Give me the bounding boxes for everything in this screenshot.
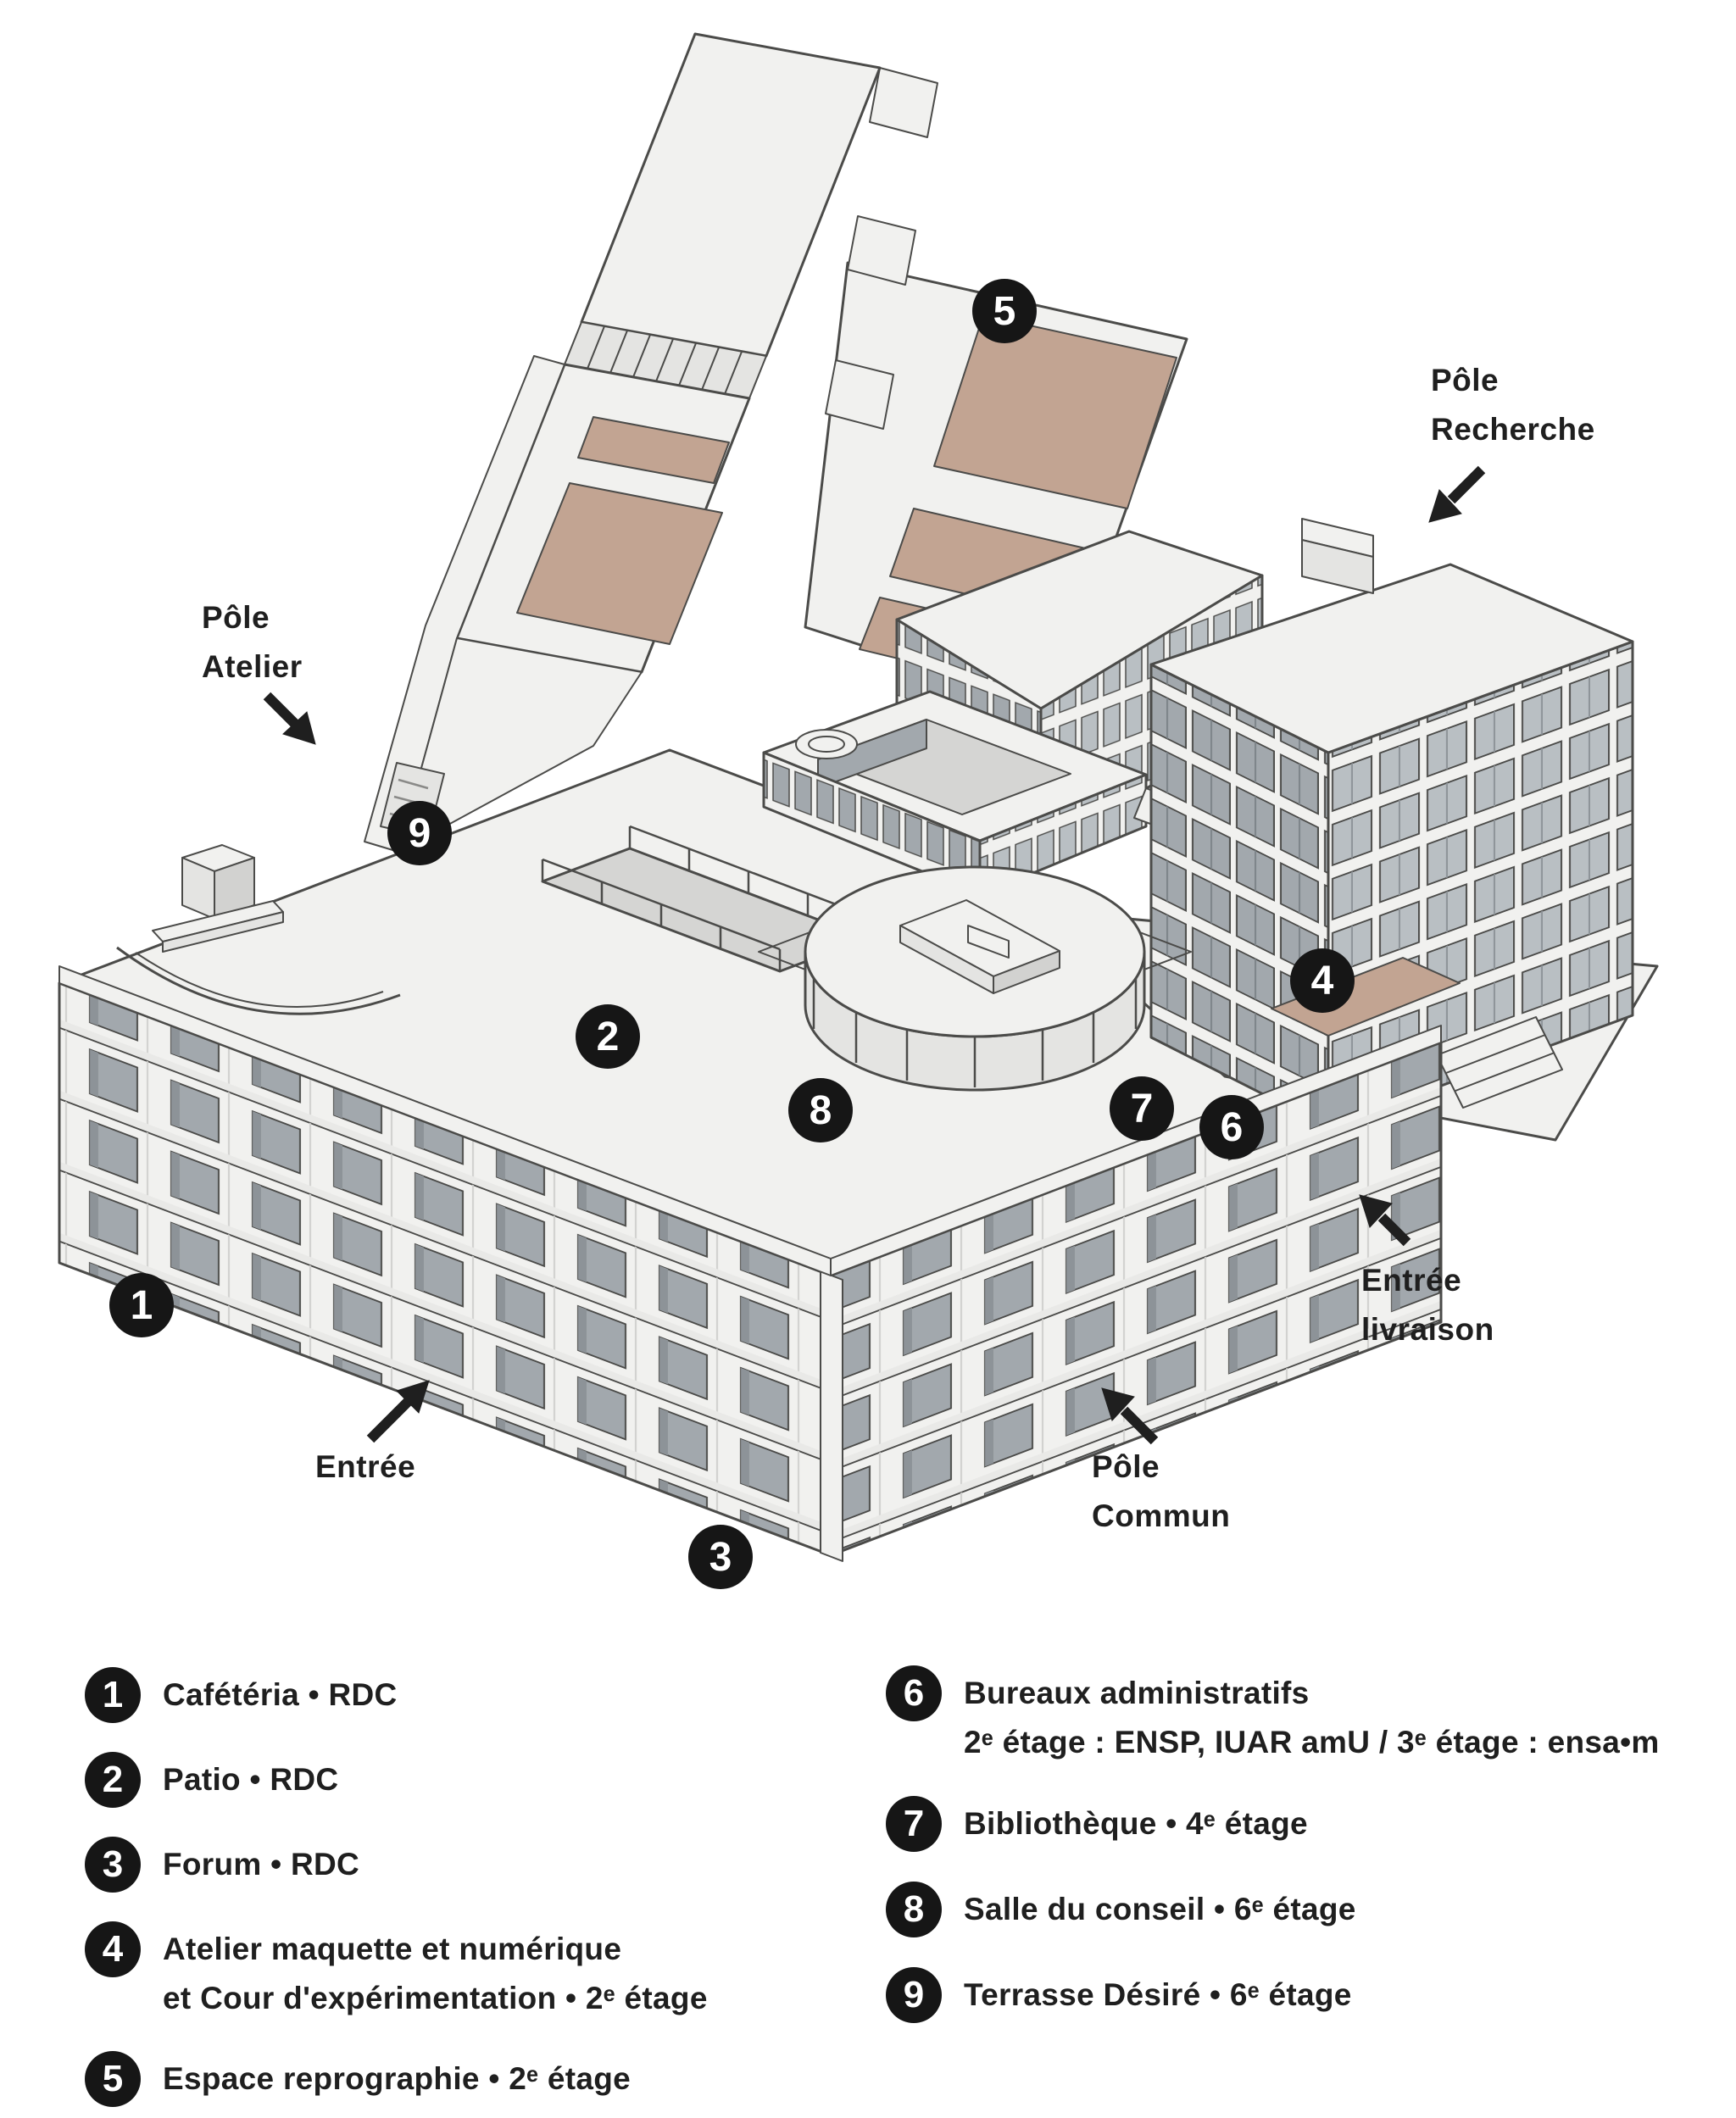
main-building-facades xyxy=(58,965,1443,1562)
legend-text-8: Salle du conseil • 6ᵉ étage xyxy=(964,1882,1356,1934)
arrow-pole-recherche-icon xyxy=(1428,465,1486,523)
building-illustration xyxy=(58,32,1659,1562)
label-line: Commun xyxy=(1092,1498,1231,1533)
label-entree: Entrée xyxy=(315,1443,415,1492)
legend-line: Atelier maquette et numérique xyxy=(163,1932,622,1966)
legend-item-3: 3 Forum • RDC xyxy=(85,1837,359,1893)
legend-text-1: Cafétéria • RDC xyxy=(163,1667,398,1720)
label-line: Pôle xyxy=(1092,1449,1160,1484)
legend-marker-9: 9 xyxy=(886,1967,942,2023)
council-drum xyxy=(758,865,1192,1092)
legend-line: Terrasse Désiré • 6ᵉ étage xyxy=(964,1977,1352,2012)
legend-item-7: 7 Bibliothèque • 4ᵉ étage xyxy=(886,1796,1308,1852)
legend-text-7: Bibliothèque • 4ᵉ étage xyxy=(964,1796,1308,1848)
arrow-entree-livraison-icon xyxy=(1359,1194,1411,1247)
legend-item-5: 5 Espace reprographie • 2ᵉ étage xyxy=(85,2051,631,2107)
legend-marker-6: 6 xyxy=(886,1665,942,1721)
diagram-marker-6: 6 xyxy=(1199,1095,1264,1159)
legend-text-9: Terrasse Désiré • 6ᵉ étage xyxy=(964,1967,1352,2020)
legend-line: et Cour d'expérimentation • 2ᵉ étage xyxy=(163,1981,708,2015)
legend-marker-7: 7 xyxy=(886,1796,942,1852)
label-pole-commun: Pôle Commun xyxy=(1092,1443,1230,1541)
diagram-marker-4: 4 xyxy=(1290,948,1355,1013)
legend-line: Forum • RDC xyxy=(163,1847,360,1882)
research-tower xyxy=(1041,518,1659,1142)
roof-terrace-details xyxy=(58,825,1461,1264)
legend-marker-4: 4 xyxy=(85,1921,141,1977)
arrow-pole-commun-icon xyxy=(1101,1387,1159,1445)
diagram-marker-9: 9 xyxy=(387,801,452,865)
label-line: Pôle xyxy=(202,600,270,635)
diagram-marker-8: 8 xyxy=(788,1078,853,1142)
legend-line: Cafétéria • RDC xyxy=(163,1677,398,1712)
diagram-marker-3: 3 xyxy=(688,1525,753,1589)
legend-line: Espace reprographie • 2ᵉ étage xyxy=(163,2061,632,2096)
diagram-marker-5: 5 xyxy=(972,279,1037,343)
label-line: Entrée xyxy=(315,1449,416,1484)
label-line: Entrée xyxy=(1361,1263,1462,1298)
legend-item-6: 6 Bureaux administratifs 2ᵉ étage : ENSP… xyxy=(886,1665,1660,1767)
arrows xyxy=(263,465,1486,1445)
label-pole-atelier: Pôle Atelier xyxy=(202,593,303,692)
legend-marker-3: 3 xyxy=(85,1837,141,1893)
label-entree-livraison: Entrée livraison xyxy=(1361,1256,1494,1354)
diagram-marker-2: 2 xyxy=(576,1004,640,1069)
legend-text-3: Forum • RDC xyxy=(163,1837,359,1889)
delivery-stairs xyxy=(1436,1016,1563,1109)
label-pole-recherche: Pôle Recherche xyxy=(1431,356,1595,454)
legend-line: Bibliothèque • 4ᵉ étage xyxy=(964,1806,1308,1841)
experimentation-court xyxy=(1271,957,1461,1037)
legend-item-8: 8 Salle du conseil • 6ᵉ étage xyxy=(886,1882,1356,1937)
legend-line: Patio • RDC xyxy=(163,1762,339,1797)
legend-marker-2: 2 xyxy=(85,1752,141,1808)
atelier-slab xyxy=(364,32,938,853)
legend-text-6: Bureaux administratifs 2ᵉ étage : ENSP, … xyxy=(964,1665,1660,1767)
legend-line: Bureaux administratifs xyxy=(964,1676,1310,1710)
label-line: Recherche xyxy=(1431,412,1595,447)
round-skylight xyxy=(795,729,858,759)
legend-text-2: Patio • RDC xyxy=(163,1752,338,1804)
legend-text-4: Atelier maquette et numérique et Cour d'… xyxy=(163,1921,708,2023)
legend-item-2: 2 Patio • RDC xyxy=(85,1752,338,1808)
legend-marker-5: 5 xyxy=(85,2051,141,2107)
arrow-entree-icon xyxy=(366,1380,430,1443)
legend-item-9: 9 Terrasse Désiré • 6ᵉ étage xyxy=(886,1967,1352,2023)
label-line: livraison xyxy=(1361,1312,1494,1347)
courtyard-building xyxy=(762,690,1205,897)
terrace-curve xyxy=(116,946,401,1015)
label-line: Atelier xyxy=(202,649,303,684)
legend-marker-8: 8 xyxy=(886,1882,942,1937)
legend-text-5: Espace reprographie • 2ᵉ étage xyxy=(163,2051,631,2104)
legend-line: 2ᵉ étage : ENSP, IUAR amU / 3ᵉ étage : e… xyxy=(964,1725,1660,1759)
legend-line: Salle du conseil • 6ᵉ étage xyxy=(964,1892,1356,1926)
diagram-marker-1: 1 xyxy=(109,1273,174,1337)
label-line: Pôle xyxy=(1431,363,1500,397)
legend-marker-1: 1 xyxy=(85,1667,141,1723)
diagram-marker-7: 7 xyxy=(1110,1076,1174,1141)
legend-item-1: 1 Cafétéria • RDC xyxy=(85,1667,398,1723)
arrow-pole-atelier-icon xyxy=(263,692,316,745)
legend-item-4: 4 Atelier maquette et numérique et Cour … xyxy=(85,1921,708,2023)
